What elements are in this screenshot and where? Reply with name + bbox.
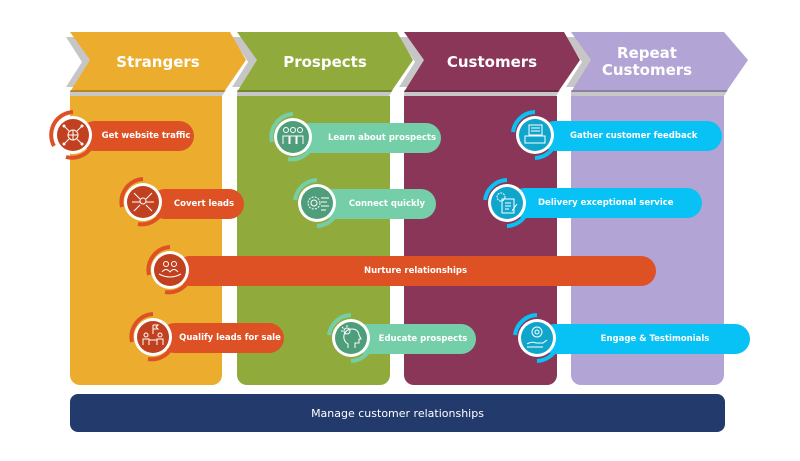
activity-label: Connect quickly bbox=[348, 199, 426, 209]
chevron-prospects bbox=[237, 32, 413, 92]
chevron-band-repeat bbox=[571, 90, 728, 96]
activity-engage-testimonials: Engage & Testimonials bbox=[540, 324, 750, 354]
activity-label: Delivery exceptional service bbox=[538, 198, 674, 208]
service-document-icon bbox=[482, 178, 532, 228]
activity-get-website-traffic: Get website traffic bbox=[80, 121, 194, 151]
activity-label: Engage & Testimonials bbox=[600, 334, 710, 344]
chevron-band-customers bbox=[404, 90, 560, 96]
activity-label: Gather customer feedback bbox=[570, 131, 698, 141]
lead-network-icon bbox=[118, 177, 168, 227]
head-idea-icon bbox=[326, 313, 376, 363]
stage-title-customers: Customers bbox=[446, 52, 538, 71]
people-meeting-icon bbox=[145, 245, 195, 295]
activity-gather-customer-feedback: Gather customer feedback bbox=[540, 121, 722, 151]
chevron-repeat bbox=[571, 32, 748, 92]
footer-label: Manage customer relationships bbox=[311, 406, 484, 420]
activity-label: Qualify leads for sale bbox=[179, 333, 281, 343]
activity-label: Learn about prospects bbox=[327, 133, 437, 143]
chevron-band-strangers bbox=[70, 90, 226, 96]
activity-label: Educate prospects bbox=[378, 334, 468, 344]
chevron-customers bbox=[404, 32, 580, 92]
stage-chevrons bbox=[66, 32, 748, 96]
hand-testimonial-icon bbox=[512, 313, 562, 363]
manage-customer-relationships-bar: Manage customer relationships bbox=[70, 394, 725, 432]
team-flag-icon bbox=[128, 312, 178, 362]
chevron-shadow-repeat bbox=[566, 37, 594, 87]
activity-qualify-leads-for-sale: Qualify leads for sale bbox=[160, 323, 284, 353]
stage-title-strangers: Strangers bbox=[116, 52, 200, 71]
chevron-shadow-prospects bbox=[232, 37, 260, 87]
chevron-strangers bbox=[70, 32, 246, 92]
activity-learn-about-prospects: Learn about prospects bbox=[295, 123, 441, 153]
activity-nurture-relationships: Nurture relationships bbox=[175, 256, 656, 286]
people-group-icon bbox=[268, 112, 318, 162]
activity-covert-leads: Covert leads bbox=[150, 189, 244, 219]
chevron-shadow-customers bbox=[399, 37, 427, 87]
activity-label: Get website traffic bbox=[101, 131, 191, 141]
chat-feedback-icon bbox=[510, 110, 560, 160]
globe-network-icon bbox=[48, 110, 98, 160]
activity-label: Covert leads bbox=[173, 199, 235, 209]
stage-title-repeat-customers: Repeat Customers bbox=[601, 44, 693, 79]
activity-delivery-exceptional-service: Delivery exceptional service bbox=[510, 188, 702, 218]
gear-speed-icon bbox=[292, 178, 342, 228]
chevron-band-prospects bbox=[237, 90, 393, 96]
activity-label: Nurture relationships bbox=[363, 266, 468, 276]
stage-title-prospects: Prospects bbox=[283, 52, 367, 71]
